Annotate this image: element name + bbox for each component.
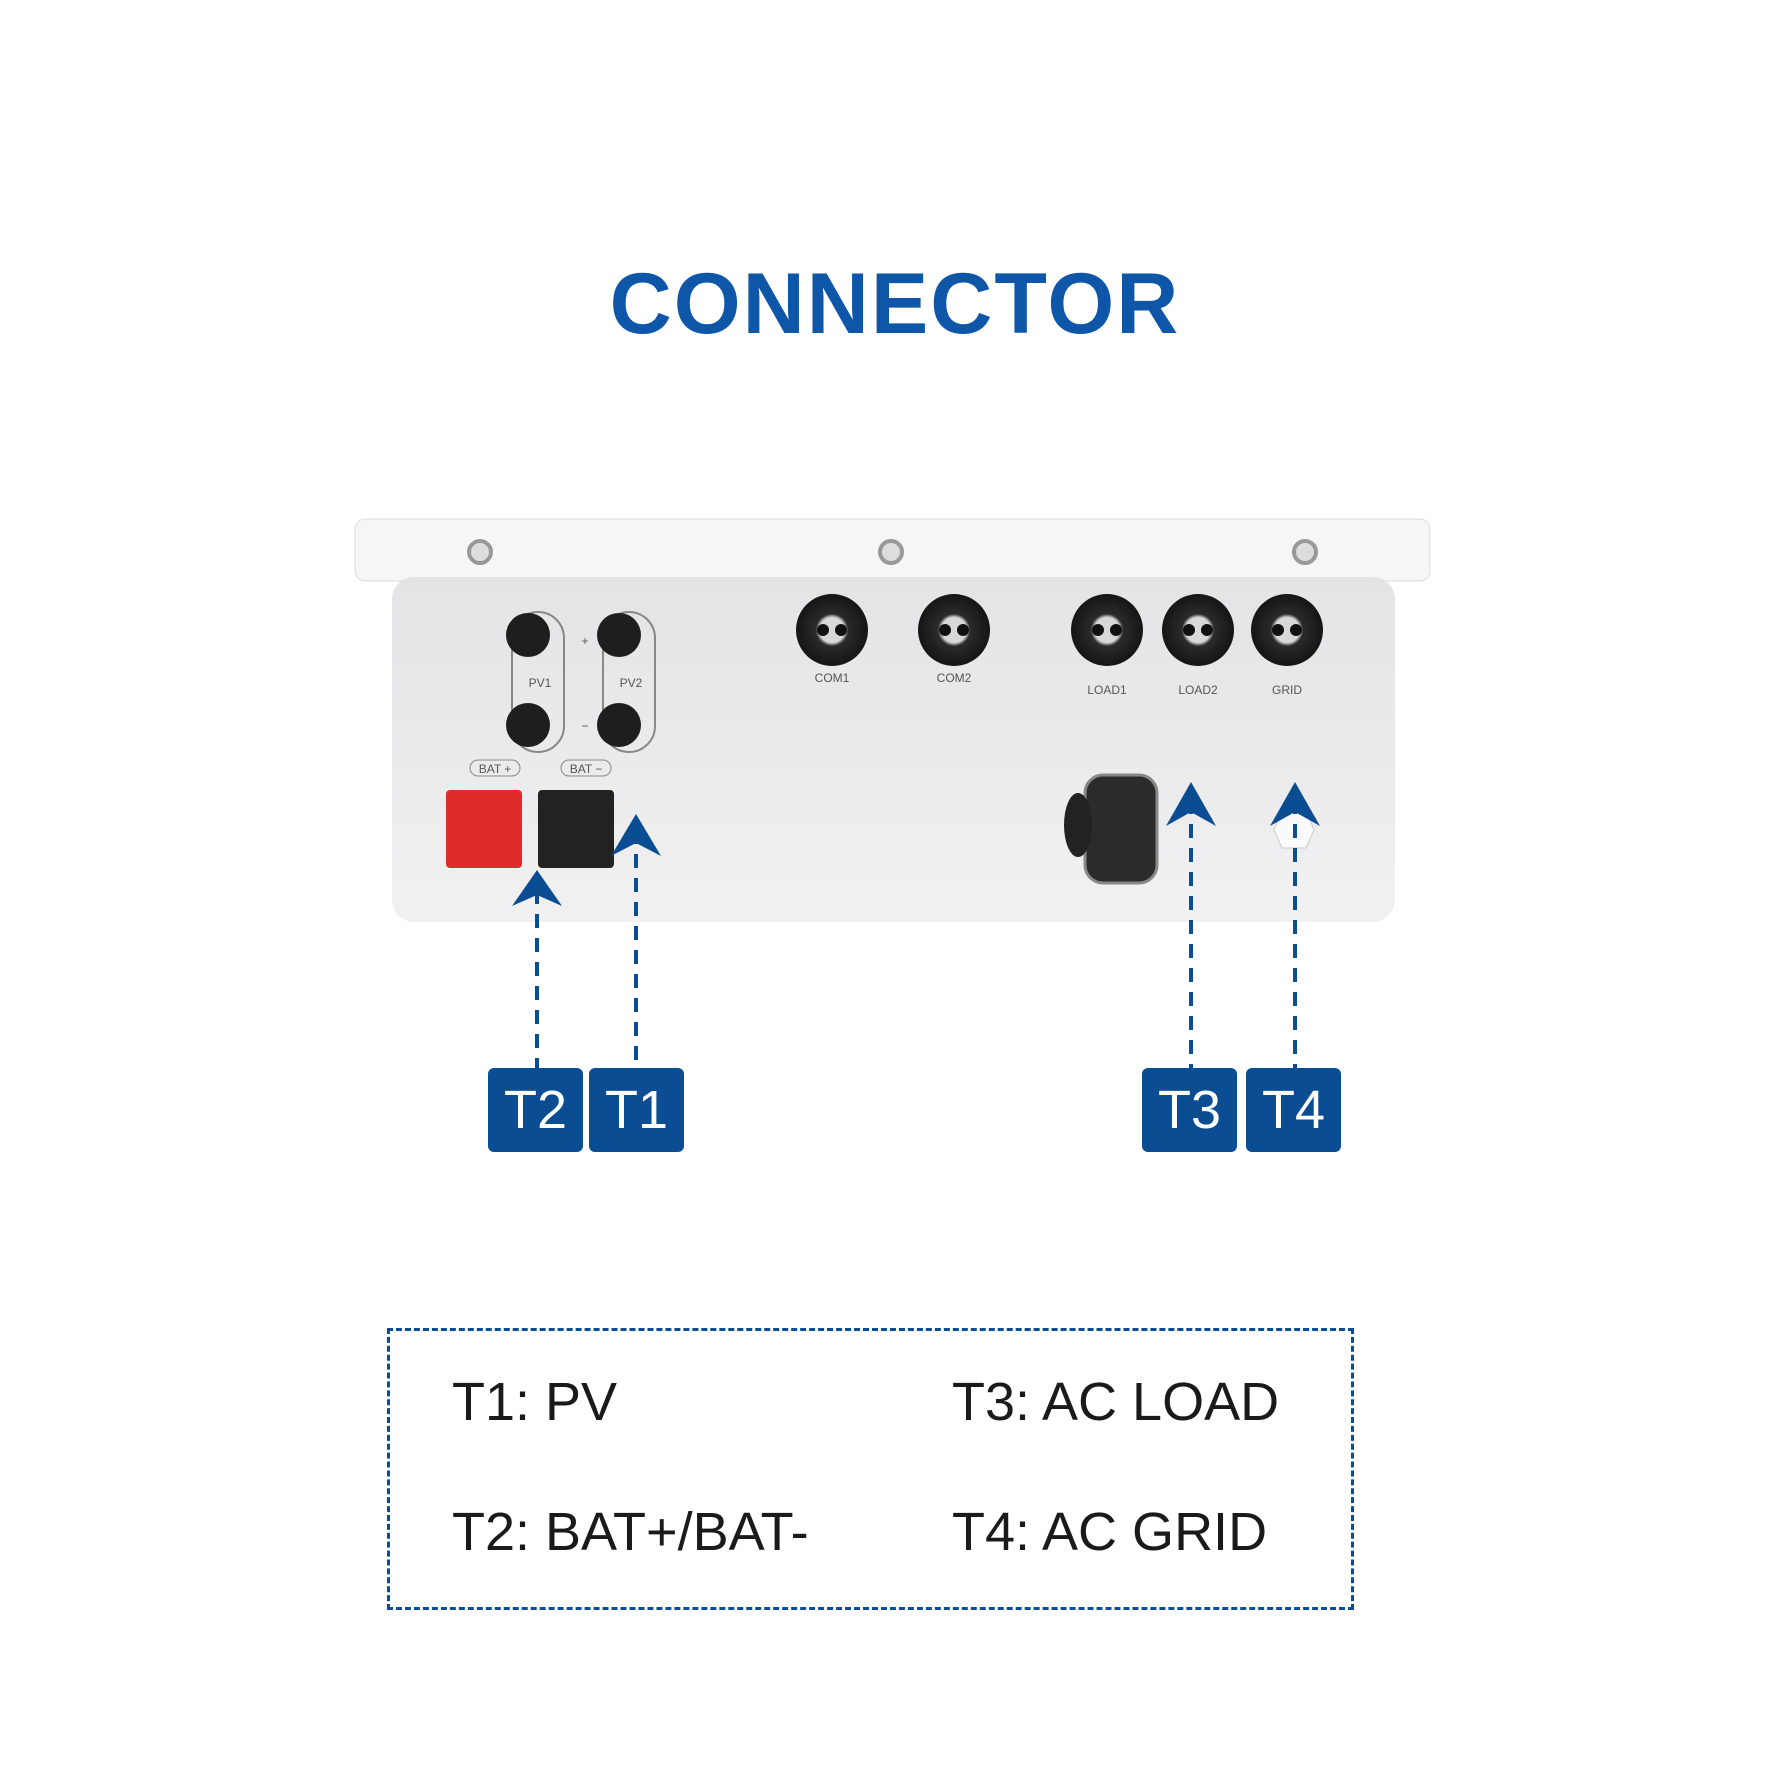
minus-label: − [581, 719, 588, 733]
tag-t2: T2 [488, 1068, 583, 1152]
com2-label: COM2 [937, 671, 972, 685]
legend-t2: T2: BAT+/BAT- [452, 1502, 809, 1562]
arrow-up-icon [1270, 782, 1320, 826]
battery-connectors: BAT + BAT − [446, 759, 614, 868]
grid-switch [1083, 773, 1159, 885]
legend-t1: T1: PV [452, 1372, 618, 1432]
pv2-label: PV2 [620, 676, 643, 690]
pointer-arrows [535, 800, 1297, 1068]
legend-t3: T3: AC LOAD [952, 1372, 1280, 1432]
arrow-heads [512, 782, 1320, 906]
grid-label: GRID [1272, 683, 1302, 697]
bat-minus-label: BAT − [570, 762, 603, 776]
legend-t4: T4: AC GRID [952, 1502, 1268, 1562]
load2-label: LOAD2 [1178, 683, 1218, 697]
screw-icons [467, 539, 1318, 565]
legend-box: T1: PV T3: AC LOAD T2: BAT+/BAT- T4: AC … [387, 1328, 1354, 1610]
plus-label: + [581, 634, 588, 648]
tag-t1: T1 [589, 1068, 684, 1152]
arrow-up-icon [512, 870, 562, 906]
ac-com-glands: COM1 COM2 LOAD1 LOAD2 GRID [796, 594, 1323, 697]
tag-t4: T4 [1246, 1068, 1341, 1152]
pv1-label: PV1 [529, 676, 552, 690]
tag-t3: T3 [1142, 1068, 1237, 1152]
arrow-up-icon [1166, 782, 1216, 826]
page-title: CONNECTOR [609, 256, 1181, 352]
arrow-up-icon [611, 814, 661, 856]
com1-label: COM1 [815, 671, 850, 685]
bat-plus-label: BAT + [479, 762, 512, 776]
load1-label: LOAD1 [1087, 683, 1127, 697]
pv-connectors: PV1 PV2 + − [506, 611, 656, 753]
